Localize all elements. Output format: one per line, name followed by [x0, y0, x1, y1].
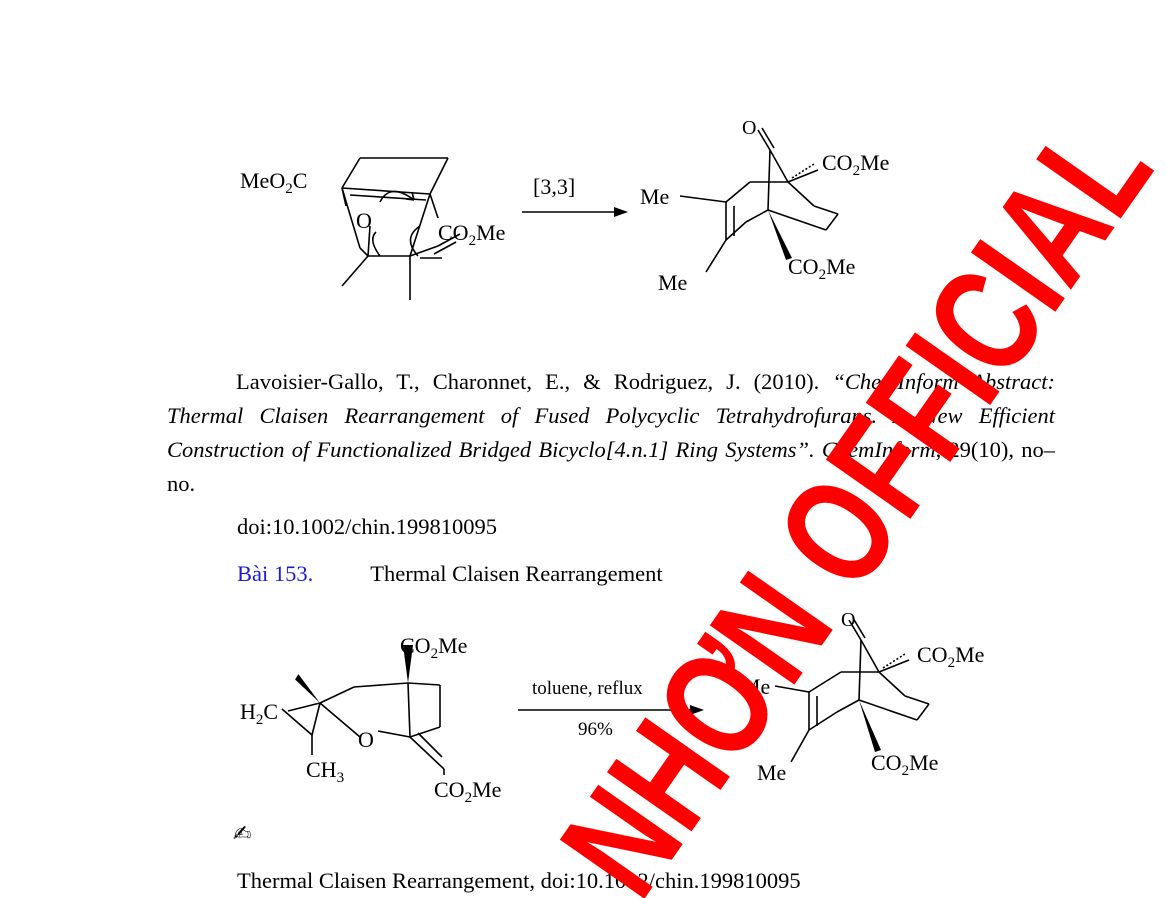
co2me-label: CO2Me	[438, 220, 505, 249]
pencil-icon: ✍	[233, 822, 252, 847]
bottom-co2me-label: CO2Me	[434, 777, 501, 806]
oxygen-label: O	[358, 727, 374, 752]
me-top-label: Me	[741, 674, 770, 699]
reference-details: , 29(10), no–no.	[167, 437, 1055, 496]
scheme-2-product: O CO2Me CO2Me Me Me	[741, 609, 984, 785]
scheme-1-arrow-label: [3,3]	[533, 174, 576, 199]
scheme-1-product: O CO2Me CO2Me Me Me	[640, 117, 889, 295]
scheme-2-arrow-label-top: toluene, reflux	[532, 678, 643, 699]
oxygen-label: O	[356, 208, 372, 233]
meo2c-label: MeO2C	[240, 168, 307, 197]
co2me-bottom-label: CO2Me	[871, 750, 938, 779]
co2me-bottom-label: CO2Me	[788, 254, 855, 283]
reference-1-citation: Lavoisier-Gallo, T., Charonnet, E., & Ro…	[167, 365, 1055, 501]
me-bottom-label: Me	[658, 270, 687, 295]
reference-title: “ChemInform Abstract: Thermal Claisen Re…	[167, 369, 1055, 462]
co2me-top-label: CO2Me	[917, 642, 984, 671]
scheme-1-arrow	[522, 207, 628, 217]
section-number[interactable]: Bài 153.	[237, 561, 314, 586]
top-co2me-label: CO2Me	[400, 633, 467, 662]
ch3-label: CH3	[306, 757, 344, 786]
me-bottom-label: Me	[757, 760, 786, 785]
ketone-oxygen-label: O	[742, 117, 756, 139]
me-top-label: Me	[640, 184, 669, 209]
reference-1-doi: doi:10.1002/chin.199810095	[237, 514, 497, 539]
section-title: Thermal Claisen Rearrangement	[370, 561, 663, 586]
co2me-top-label: CO2Me	[822, 150, 889, 179]
footer-citation: Thermal Claisen Rearrangement, doi:10.10…	[237, 868, 801, 893]
reference-journal: ChemInform	[821, 437, 936, 462]
scheme-2-arrow-label-bottom: 96%	[578, 719, 613, 740]
scheme-2-reactant: CO2Me H2C CH3 O CO2Me	[240, 633, 501, 806]
ketone-oxygen-label: O	[841, 609, 855, 631]
reference-authors: Lavoisier-Gallo, T., Charonnet, E., & Ro…	[236, 369, 820, 394]
section-heading: Bài 153. Thermal Claisen Rearrangement	[237, 559, 663, 589]
scheme-1-reactant: MeO2C O CO2Me	[240, 157, 505, 300]
scheme-2-arrow	[518, 705, 704, 715]
h2c-label: H2C	[240, 699, 278, 728]
